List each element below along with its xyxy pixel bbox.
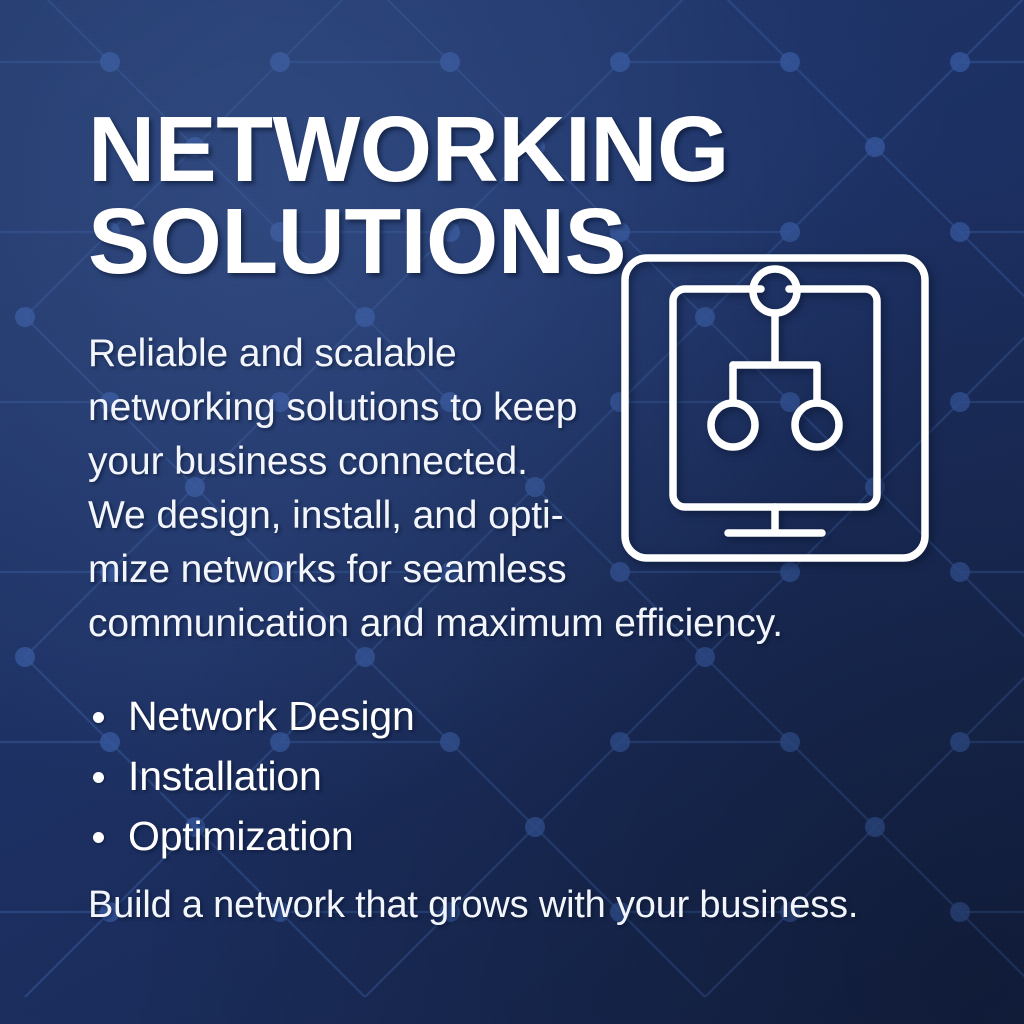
list-item: Optimization	[88, 806, 415, 866]
description-line-6: communication and maximum efficiency.	[88, 602, 783, 645]
list-item: Network Design	[88, 686, 415, 746]
list-item-label: Installation	[128, 753, 322, 799]
network-topology-monitor-icon	[620, 253, 930, 563]
tagline: Build a network that grows with your bus…	[88, 884, 859, 926]
bullet-dot-icon	[93, 712, 104, 723]
list-item-label: Optimization	[128, 813, 354, 859]
bullet-dot-icon	[93, 832, 104, 843]
services-list: Network Design Installation Optimization	[88, 686, 415, 866]
bullet-dot-icon	[93, 772, 104, 783]
list-item-label: Network Design	[128, 693, 415, 739]
list-item: Installation	[88, 746, 415, 806]
page-title-line-1: NETWORKING	[88, 97, 729, 201]
